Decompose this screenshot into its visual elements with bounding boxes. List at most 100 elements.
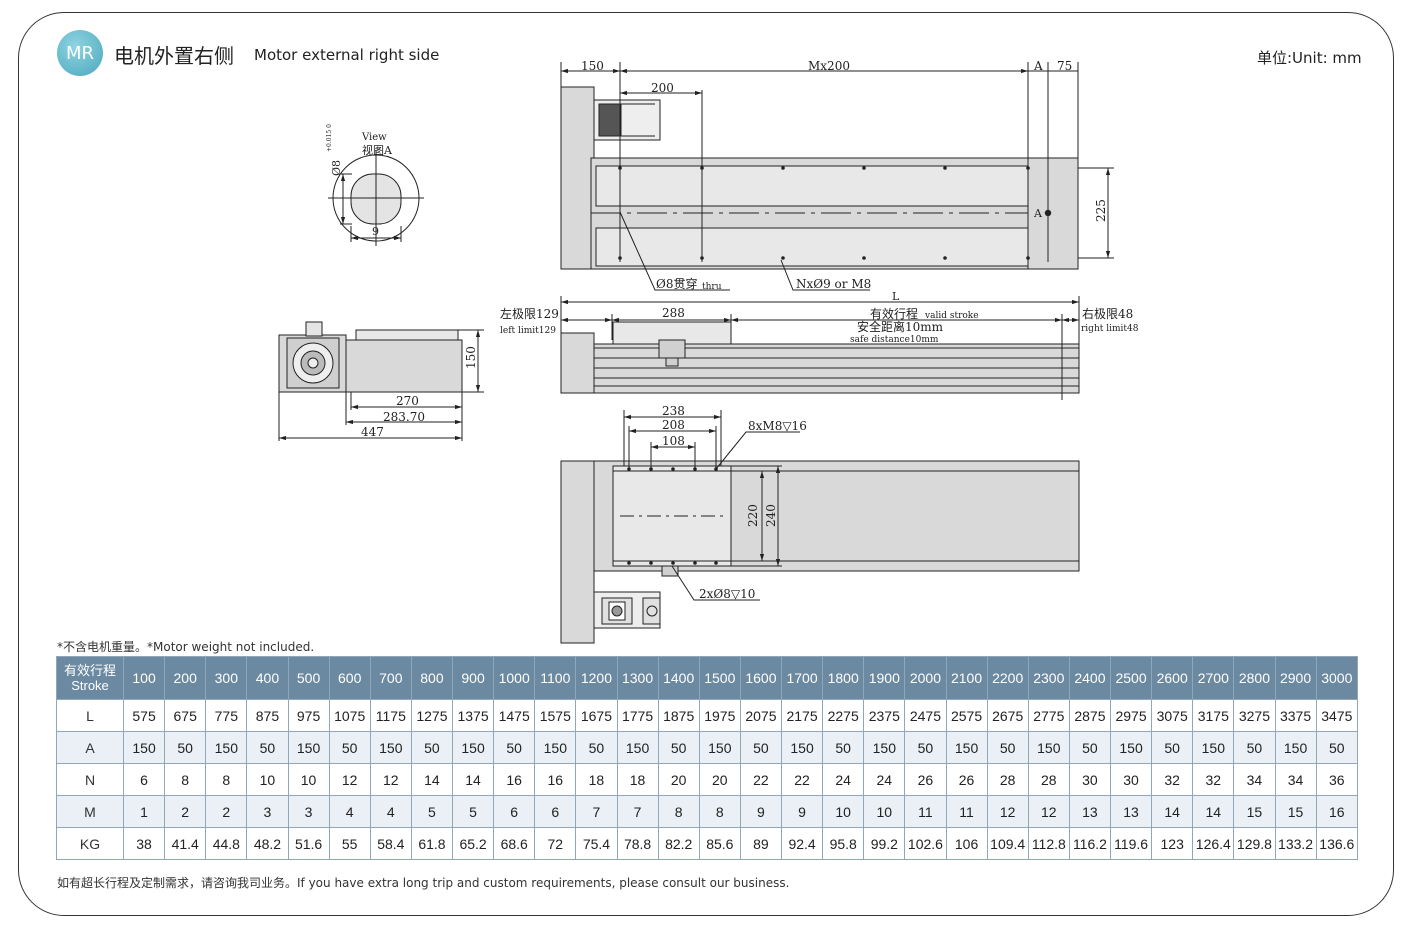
table-cell: 109.4 [986,827,1029,860]
view-a-title-en: View [361,132,387,143]
table-cell: 116.2 [1068,827,1112,860]
side-view [560,296,1080,400]
stroke-col-header: 400 [246,656,289,700]
safe-cn: 安全距离10mm [857,319,944,334]
stroke-col-header: 1100 [534,656,577,700]
table-cell: 28 [986,763,1029,796]
table-cell: 95.8 [822,827,865,860]
table-cell: 3 [246,795,289,828]
end-view-labels: 150 270 283.70 447 [361,346,478,439]
stroke-col-header: 900 [451,656,495,700]
table-cell: 32 [1151,763,1194,796]
top-view [560,62,1114,291]
stroke-col-header: 2600 [1151,656,1194,700]
stroke-col-header: 1000 [493,656,536,700]
dim-208: 208 [662,418,685,432]
table-cell: 133.2 [1274,827,1317,860]
dim-mx200: Mx200 [808,59,850,73]
stroke-col-header: 2500 [1109,656,1153,700]
table-cell: 50 [986,731,1029,764]
weight-note: *不含电机重量。*Motor weight not included. [57,640,315,654]
table-cell: 150 [1027,731,1070,764]
table-cell: 150 [451,731,495,764]
table-cell: 150 [945,731,988,764]
table-cell: 18 [575,763,618,796]
dim-108: 108 [662,434,685,448]
table-cell: 50 [1151,731,1194,764]
table-cell: 22 [780,763,824,796]
table-cell: 50 [575,731,618,764]
table-cell: 2975 [1109,699,1153,732]
table-cell: 150 [698,731,741,764]
table-cell: 3 [287,795,330,828]
page-frame [18,12,1394,916]
table-cell: 65.2 [451,827,495,860]
table-cell: 51.6 [287,827,330,860]
stroke-col-header: 2800 [1233,656,1276,700]
table-cell: 6 [534,795,577,828]
table-cell: 10 [863,795,906,828]
table-cell: 10 [287,763,330,796]
table-cell: 2775 [1027,699,1070,732]
table-cell: 30 [1109,763,1153,796]
stroke-col-header: 3000 [1315,656,1359,700]
table-cell: 14 [1151,795,1194,828]
table-cell: 16 [1315,795,1359,828]
table-cell: 5 [451,795,495,828]
row-label: L [56,699,124,732]
stroke-col-header: 300 [205,656,248,700]
thread-label: 8xM8▽16 [748,419,807,433]
table-cell: 50 [410,731,454,764]
table-cell: 68.6 [493,827,536,860]
dim-a: A [1033,59,1043,73]
table-cell: 58.4 [369,827,412,860]
table-cell: 150 [287,731,330,764]
table-cell: 55 [328,827,371,860]
table-cell: 150 [122,731,166,764]
table-cell: 1675 [575,699,618,732]
table-cell: 1 [122,795,166,828]
table-cell: 150 [780,731,824,764]
stroke-col-header: 200 [164,656,207,700]
end-dim-283: 283.70 [383,410,425,424]
table-cell: 61.8 [410,827,454,860]
stroke-col-header: 1800 [822,656,865,700]
page-title-cn: 电机外置右侧 [114,44,234,68]
table-cell: 48.2 [246,827,289,860]
table-cell: 150 [369,731,412,764]
footer-note: 如有超长行程及定制需求，请咨询我司业务。If you have extra lo… [57,876,790,890]
table-cell: 50 [1233,731,1276,764]
row-label: KG [56,827,124,860]
dim-l: L [892,290,900,303]
stroke-col-header: 1300 [616,656,659,700]
table-cell: 50 [246,731,289,764]
table-cell: 575 [122,699,166,732]
table-cell: 14 [410,763,454,796]
table-cell: 106 [945,827,988,860]
table-cell: 11 [904,795,947,828]
row-label: N [56,763,124,796]
table-cell: 16 [534,763,577,796]
table-cell: 34 [1233,763,1276,796]
table-cell: 3275 [1233,699,1276,732]
table-cell: 150 [1192,731,1235,764]
hole-label: Ø8贯穿 [656,276,697,291]
pin-label: 2xØ8▽10 [699,587,755,601]
stroke-col-header: 2000 [904,656,947,700]
table-cell: 2 [205,795,248,828]
table-cell: 28 [1027,763,1070,796]
dim-225: 225 [1094,199,1108,222]
table-cell: 20 [657,763,700,796]
table-cell: 22 [739,763,783,796]
table-cell: 9 [739,795,783,828]
table-cell: 6 [493,795,536,828]
table-cell: 150 [205,731,248,764]
table-cell: 99.2 [863,827,906,860]
table-cell: 3075 [1151,699,1194,732]
stroke-col-header: 2900 [1274,656,1317,700]
table-cell: 78.8 [616,827,659,860]
